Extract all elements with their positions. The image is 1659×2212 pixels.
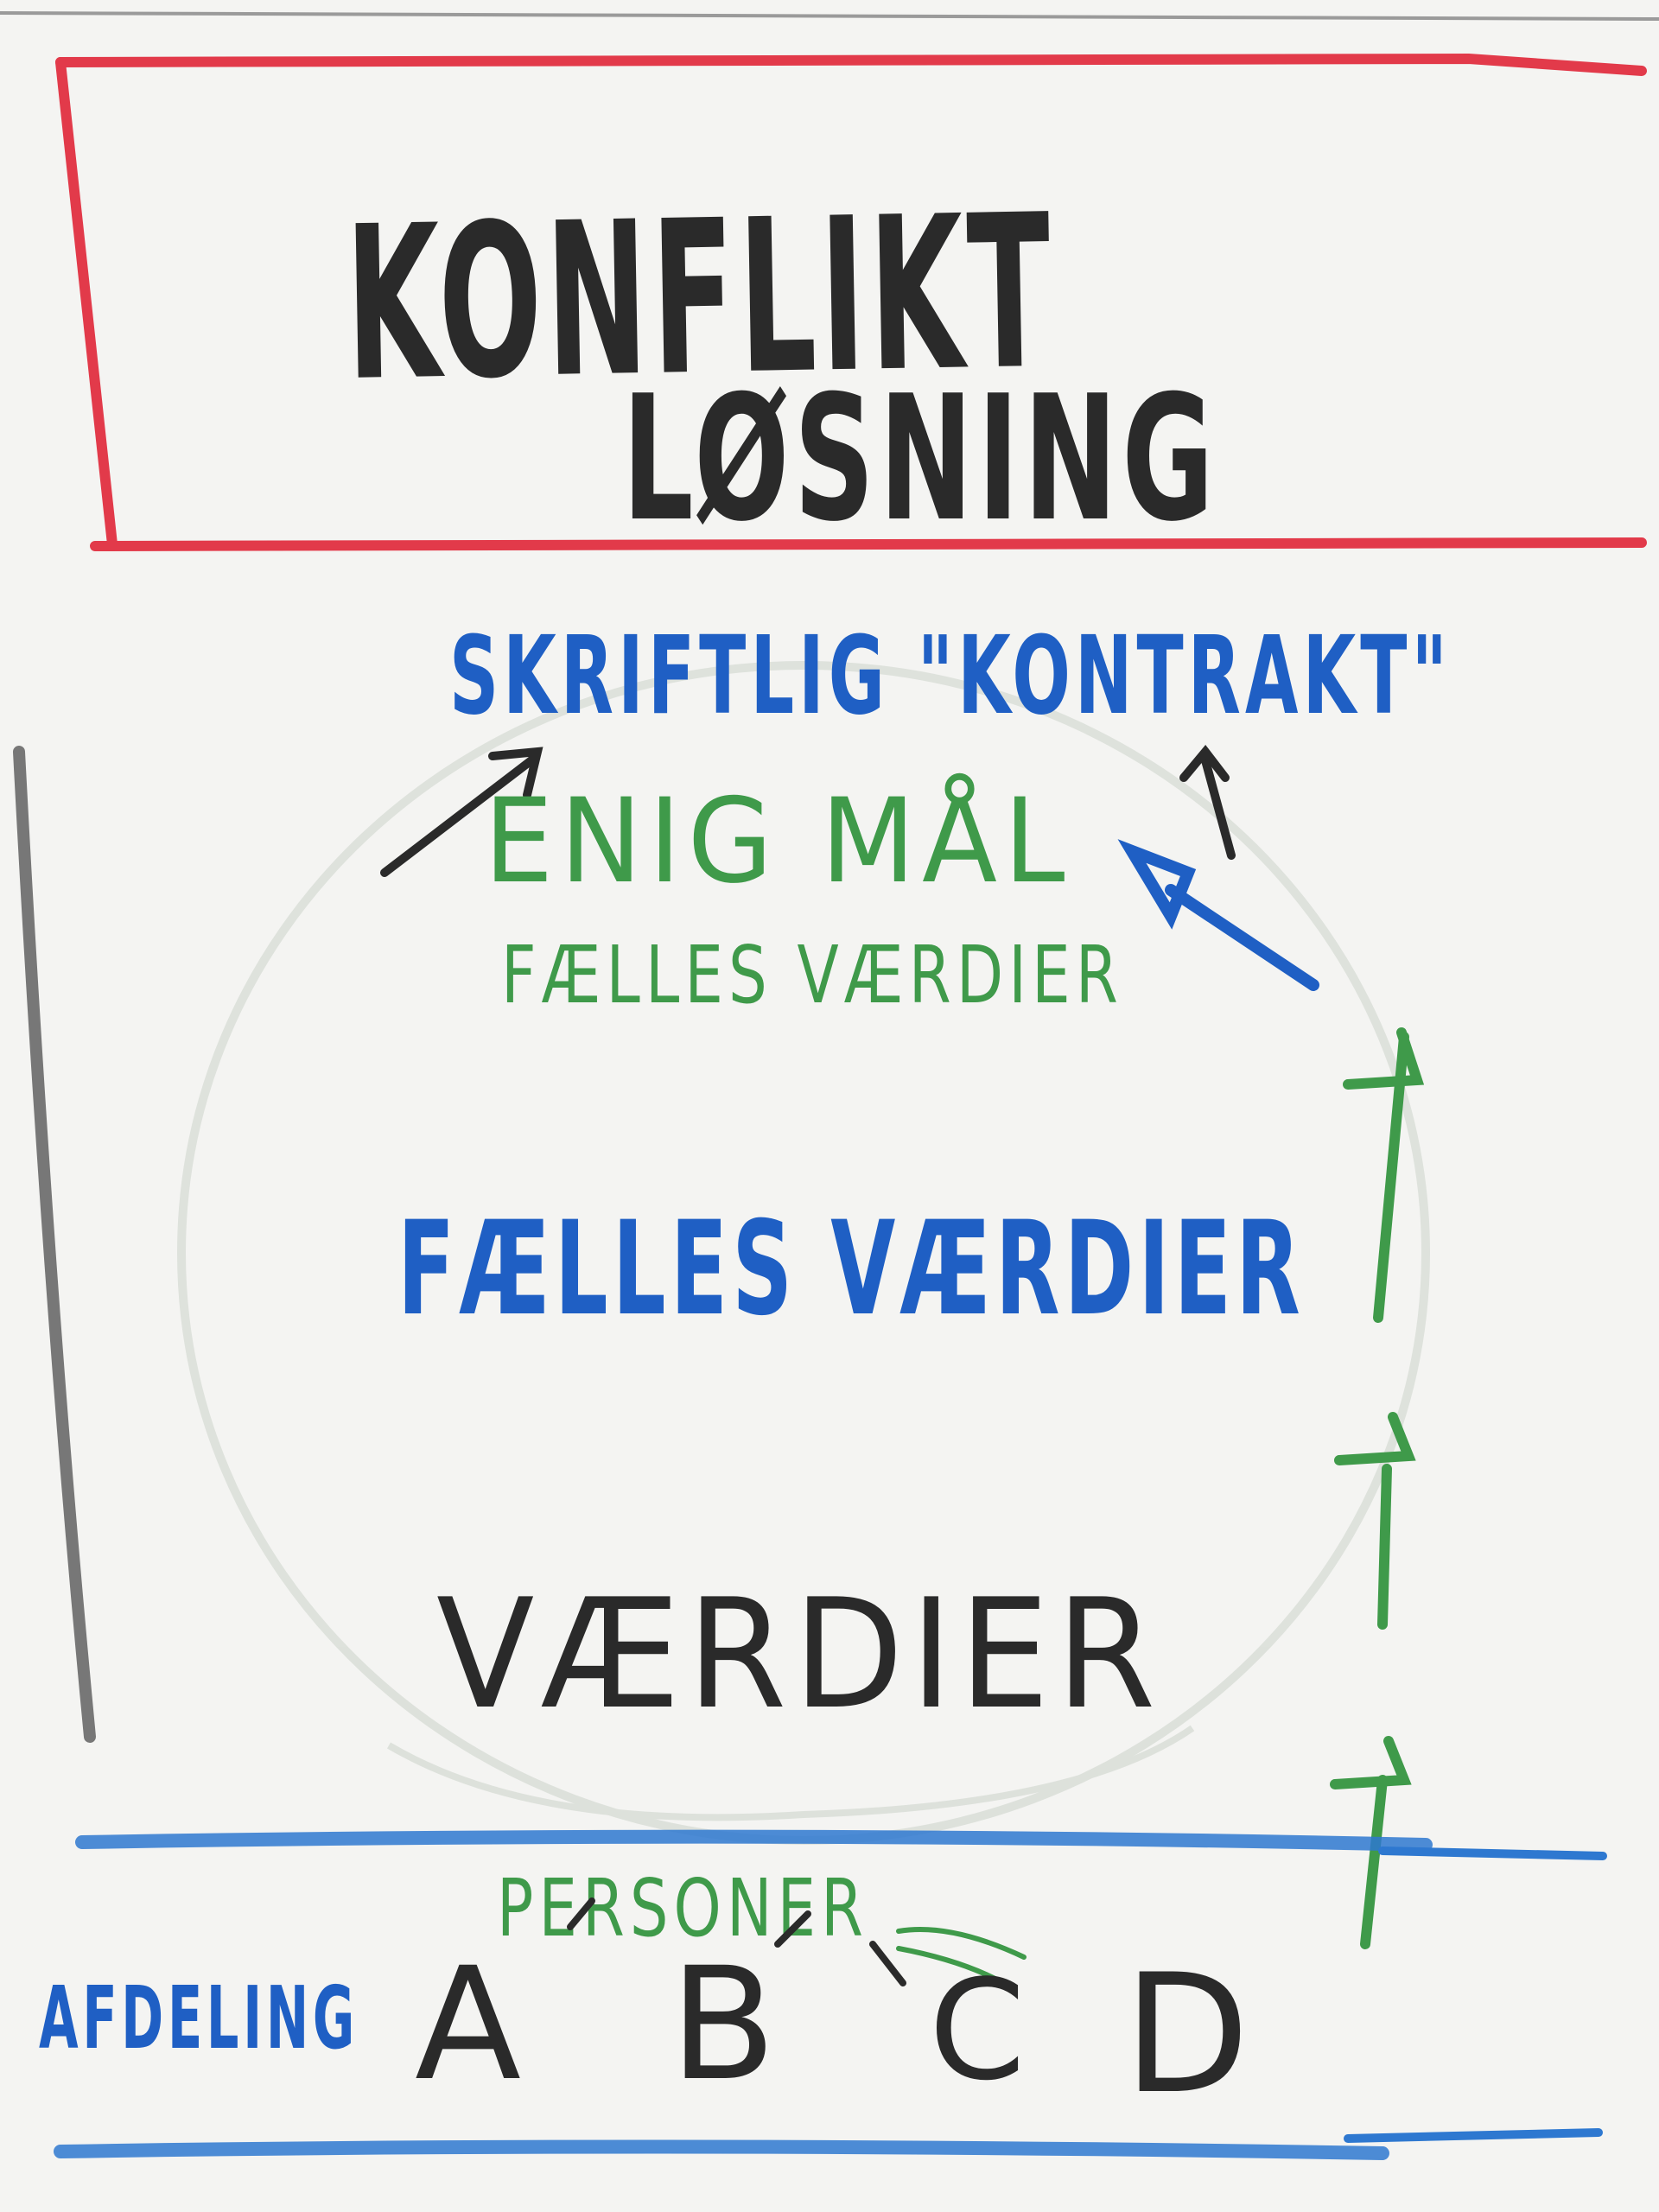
department-a: A [415, 1935, 528, 2115]
title-line2: LØSNING [622, 359, 1218, 560]
department-label: AFDELING [39, 1967, 359, 2069]
common-values-label: FÆLLES VÆRDIER [397, 1194, 1305, 1344]
blue-arrow-icon [1117, 839, 1319, 991]
green-arrow-lower-icon [1330, 1736, 1412, 1949]
green-arrow-middle-icon [1334, 1412, 1416, 1630]
paper-top-edge [0, 11, 1659, 21]
department-b: B [670, 1935, 784, 2115]
upper-blue-line [75, 1829, 1607, 1860]
left-bracket-line [13, 746, 96, 1743]
arrow-up-left-icon [380, 747, 543, 877]
contract-label: SKRIFTLIG "KONTRAKT" [449, 613, 1452, 739]
shared-goal-label: ENIG MÅL [484, 772, 1071, 909]
department-c: C [929, 1949, 1033, 2111]
arrow-up-right-icon [1179, 744, 1236, 860]
values-label: VÆRDIER [436, 1567, 1162, 1743]
title-frame [55, 53, 1647, 551]
title-line1: KONFLIKT [344, 169, 1057, 428]
letter-separators [567, 1897, 906, 1986]
shared-values-sublabel: FÆLLES VÆRDIER [501, 929, 1123, 1021]
persons-link-lines [896, 1927, 1027, 1990]
green-arrow-upper-icon [1343, 1027, 1425, 1323]
lower-blue-line [54, 2128, 1603, 2160]
department-d: D [1123, 1939, 1256, 2130]
persons-label: PERSONER [497, 1862, 868, 1955]
